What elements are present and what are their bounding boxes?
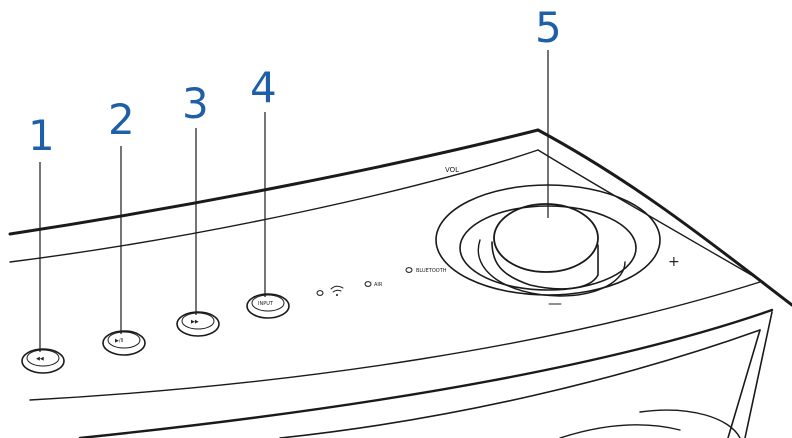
device-outline xyxy=(8,128,792,438)
volume-label: VOL xyxy=(445,166,459,174)
input-button[interactable]: INPUT xyxy=(246,293,290,319)
indicator-air: AIR xyxy=(364,281,383,288)
volume-plus-label: + xyxy=(668,254,680,270)
next-button[interactable]: ▶▶ xyxy=(176,311,220,337)
previous-button-label: ◀◀ xyxy=(36,356,44,362)
callout-1: 1 xyxy=(28,111,55,160)
indicator-bluetooth-label: BLUETOOTH xyxy=(416,268,447,274)
indicator-network xyxy=(316,285,344,296)
knob-recess-inner xyxy=(459,205,637,291)
knob-skirt xyxy=(477,239,626,297)
callout-4: 4 xyxy=(250,63,277,112)
knob-top xyxy=(493,203,599,273)
callout-3: 3 xyxy=(182,79,209,128)
volume-minus-label: — xyxy=(548,296,562,312)
next-button-label: ▶▶ xyxy=(191,319,199,325)
input-button-label: INPUT xyxy=(258,301,274,307)
indicator-led xyxy=(364,281,372,287)
previous-button[interactable]: ◀◀ xyxy=(21,348,65,374)
play-pause-button-label: ▶/II xyxy=(115,338,123,344)
indicator-bluetooth: BLUETOOTH xyxy=(405,267,447,274)
knob-side xyxy=(491,241,599,290)
indicator-led xyxy=(316,290,324,296)
callout-2: 2 xyxy=(108,95,135,144)
indicator-air-label: AIR xyxy=(374,282,383,288)
wifi-icon xyxy=(330,285,344,296)
callout-5: 5 xyxy=(535,3,562,52)
indicator-led xyxy=(405,267,413,273)
play-pause-button[interactable]: ▶/II xyxy=(102,330,146,356)
